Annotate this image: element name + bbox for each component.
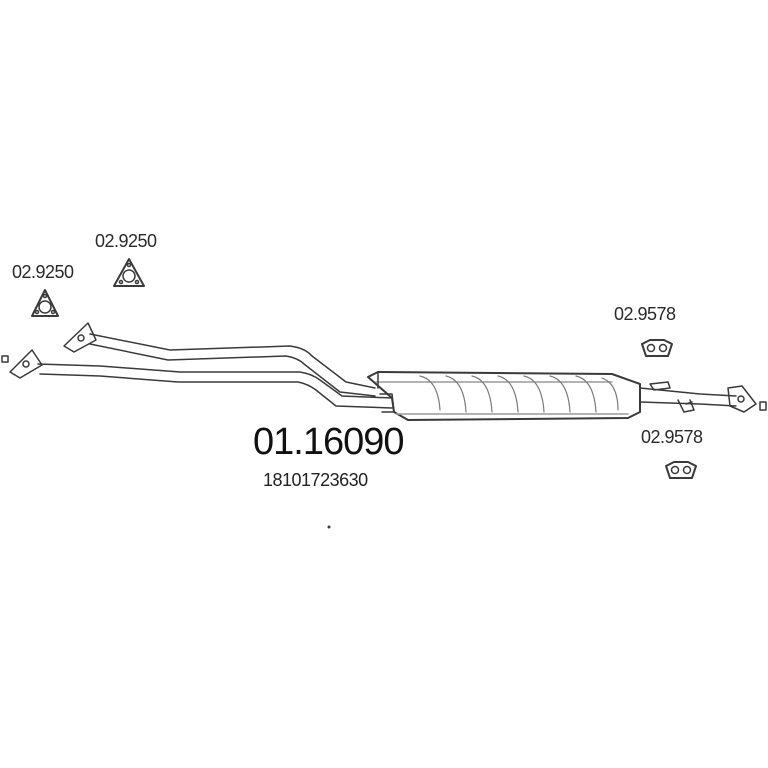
- hanger-bottom-icon: [665, 461, 697, 479]
- front-pipe-lower: [37, 363, 395, 413]
- front-flange-upper-icon: [63, 322, 97, 353]
- ref-gasket-right: 02.9250: [95, 231, 157, 251]
- rear-pipe: [639, 381, 737, 413]
- ref-hanger-bottom: 02.9578: [641, 427, 703, 447]
- ref-gasket-left: 02.9250: [12, 262, 74, 282]
- gasket-right-icon: [113, 258, 145, 287]
- gasket-left-icon: [31, 289, 59, 317]
- silencer-body: [367, 371, 641, 421]
- hanger-top-icon: [641, 339, 673, 357]
- front-pipe-upper: [89, 333, 376, 397]
- front-flange-lower-icon: [1, 349, 43, 379]
- part-number: 01.16090: [253, 421, 404, 463]
- ref-hanger-top: 02.9578: [614, 304, 676, 324]
- dot-mark: [327, 525, 331, 529]
- oem-number: 18101723630: [263, 470, 368, 490]
- rear-flange-icon: [727, 385, 767, 413]
